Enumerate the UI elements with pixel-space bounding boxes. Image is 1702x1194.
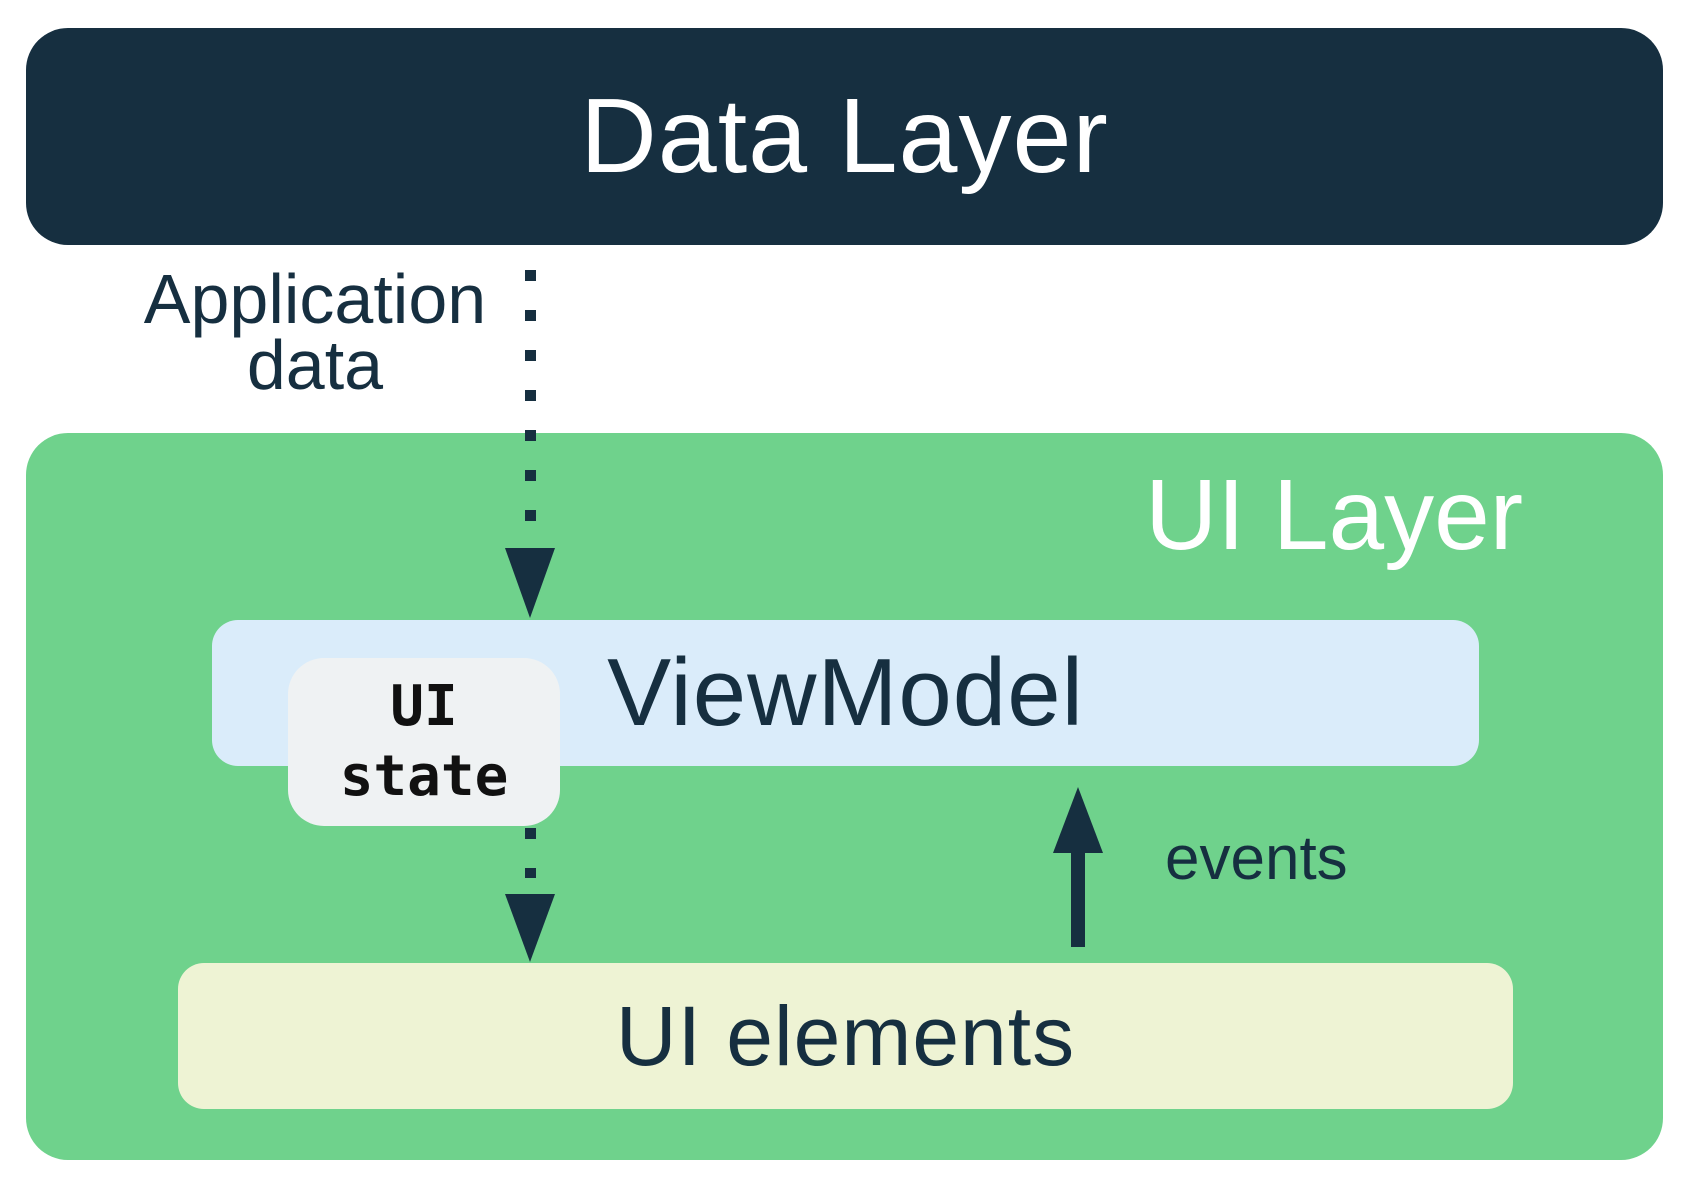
application-data-arrowhead-icon <box>505 548 555 618</box>
data-layer-box: Data Layer <box>26 28 1663 245</box>
ui-elements-box: UI elements <box>178 963 1513 1109</box>
application-data-label: Application data <box>115 260 515 404</box>
events-arrowhead-icon <box>1053 787 1103 853</box>
ui-state-box: UI state <box>288 658 560 826</box>
application-data-line2: data <box>246 326 384 404</box>
ui-layer-label: UI Layer <box>1145 459 1523 571</box>
events-label: events <box>1165 824 1348 893</box>
application-data-line1: Application <box>143 260 487 338</box>
events-arrow-shaft <box>1071 850 1085 947</box>
ui-elements-label: UI elements <box>615 988 1076 1083</box>
ui-state-arrow-line <box>525 828 536 878</box>
viewmodel-label: ViewModel <box>607 639 1084 746</box>
ui-state-line1: UI <box>390 674 458 739</box>
ui-state-arrowhead-icon <box>505 894 555 962</box>
application-data-arrow-line <box>525 270 536 536</box>
ui-state-line2: state <box>339 744 509 809</box>
ui-layer-box: UI Layer ViewModel UI state UI elements <box>26 433 1663 1160</box>
data-layer-label: Data Layer <box>580 77 1109 195</box>
